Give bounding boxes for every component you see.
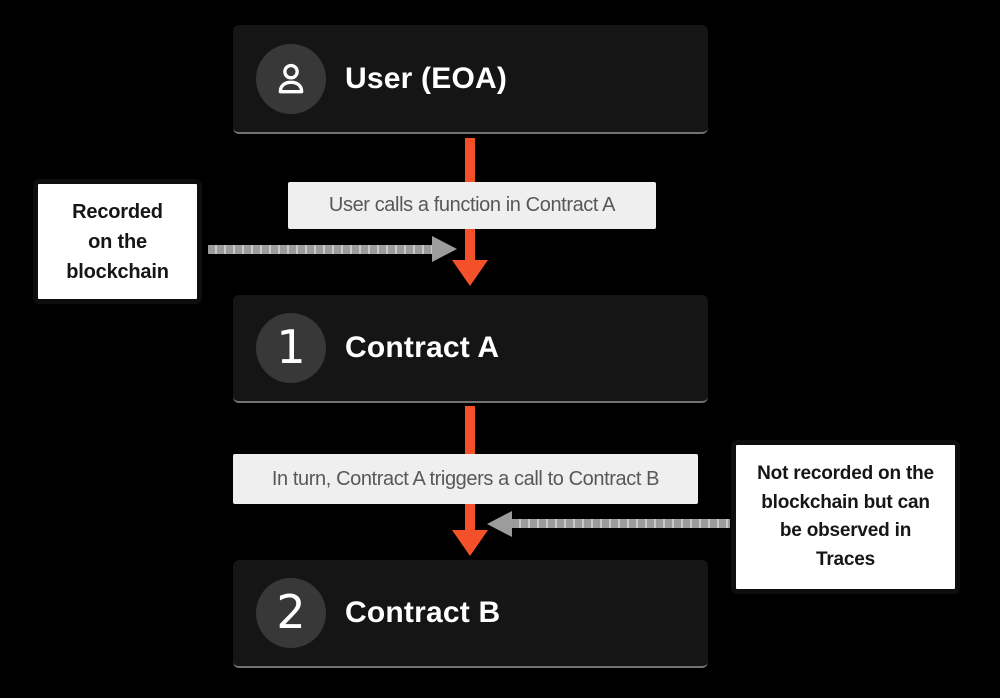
flow-label-a-to-b: In turn, Contract A triggers a call to C…	[233, 454, 698, 504]
contract-a-number: 1	[276, 320, 306, 374]
user-avatar	[256, 43, 326, 114]
contract-a-title: Contract A	[345, 331, 500, 364]
contract-b-number: 2	[276, 585, 306, 639]
recorded-on-blockchain-callout: Recorded on the blockchain	[33, 179, 202, 304]
traces-callout-arrow	[512, 519, 730, 528]
contract-a-badge: 1	[256, 313, 326, 383]
traces-callout-arrowhead	[487, 511, 512, 537]
contract-a-node: 1 Contract A	[233, 295, 708, 403]
flow-arrowhead-user-to-a	[452, 260, 488, 286]
contract-b-node: 2 Contract B	[233, 560, 708, 668]
user-node-title: User (EOA)	[345, 61, 508, 95]
person-icon	[278, 63, 304, 93]
contract-b-badge: 2	[256, 578, 326, 648]
flow-arrowhead-a-to-b	[452, 530, 488, 556]
recorded-callout-arrowhead	[432, 236, 457, 262]
observed-in-traces-callout: Not recorded on the blockchain but can b…	[731, 440, 960, 594]
flow-label-user-to-a: User calls a function in Contract A	[288, 182, 656, 229]
user-eoa-node: User (EOA)	[233, 25, 708, 134]
recorded-callout-arrow	[208, 245, 434, 254]
contract-b-title: Contract B	[345, 596, 501, 629]
